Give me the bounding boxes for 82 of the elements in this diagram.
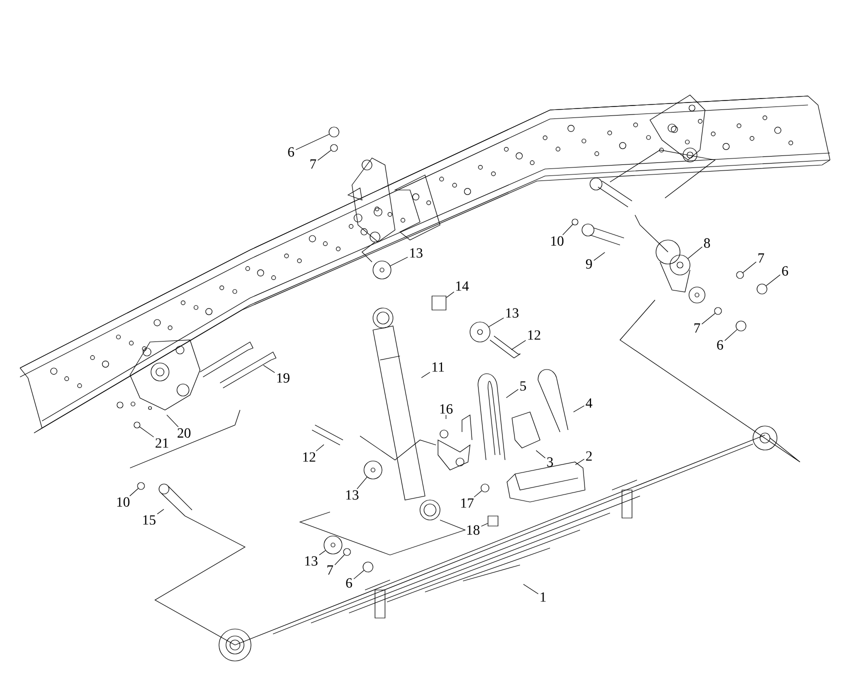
leader-line [766,274,780,286]
leader-line [263,364,275,373]
washer [756,284,768,294]
callout-number: 10 [117,497,130,507]
callout-number: 12 [303,452,316,462]
callout-number: 6 [346,578,352,588]
washer [470,322,490,342]
leader-line [511,340,526,350]
callout-number: 14 [456,281,469,291]
callout-number: 9 [586,259,592,269]
leader-line [474,490,482,498]
callout-number: 7 [694,323,700,333]
leader-line [354,570,364,580]
washer [372,260,392,280]
callout-number: 1 [540,592,546,602]
callout-number: 7 [327,565,334,575]
callout-number: 13 [305,556,318,566]
leader-line [446,292,454,298]
leader-line [421,372,430,378]
callout-number: 20 [178,428,190,438]
callout-number: 10 [551,236,564,246]
washer [714,307,722,315]
callout-number: 4 [586,398,592,408]
leader-line [702,313,716,324]
washer [670,254,690,276]
washer [736,271,744,279]
callout-number: 13 [506,308,518,318]
leader-line [157,509,164,514]
leader-line [594,252,606,261]
washer [328,126,340,138]
leader-line [318,550,326,556]
leader-line [296,134,330,150]
leader-line [390,256,408,266]
washer [343,548,351,556]
callout-number: 6 [782,266,788,276]
bushing [432,296,446,310]
washer [736,320,746,332]
callout-number: 16 [440,404,453,414]
leader-line [573,405,584,412]
leader-line [506,389,518,398]
callout-number: 15 [143,515,156,525]
leader-line [536,450,546,458]
leader-line [575,458,584,466]
callout-number: 7 [310,159,316,169]
leader-line [481,523,488,527]
callout-number: 8 [704,238,710,248]
leader-line [488,318,504,328]
leader-line [129,488,138,496]
callout-number: 13 [410,248,422,258]
callout-number: 13 [346,490,358,500]
washer [480,484,490,492]
leader-line [318,150,332,161]
washer [364,460,382,480]
callout-number: 12 [528,330,540,340]
washer [134,422,140,428]
washer [330,144,338,152]
bushing [488,516,498,526]
leader-line [356,476,368,490]
leader-line [334,554,345,566]
leader-line [316,444,324,452]
leader-line [166,414,179,428]
leader-line [562,224,574,236]
callout-number: 2 [586,451,592,461]
leader-line [688,246,702,259]
callout-number: 5 [520,381,526,391]
callout-number: 6 [717,340,724,350]
callout-number: 18 [467,525,480,535]
callout-number: 7 [758,253,764,263]
callout-number: 19 [277,373,290,383]
leader-line [139,426,154,438]
washer [324,536,342,554]
callout-number: 17 [461,498,474,508]
leader-line [523,584,538,594]
callout-number: 11 [432,362,444,372]
washer [137,482,145,490]
leader-line [724,329,738,341]
leader-line [742,262,756,273]
washer [362,562,374,572]
washer [572,218,578,226]
callout-number: 6 [288,147,294,157]
callout-number: 3 [547,457,553,467]
callout-number: 21 [156,438,168,448]
